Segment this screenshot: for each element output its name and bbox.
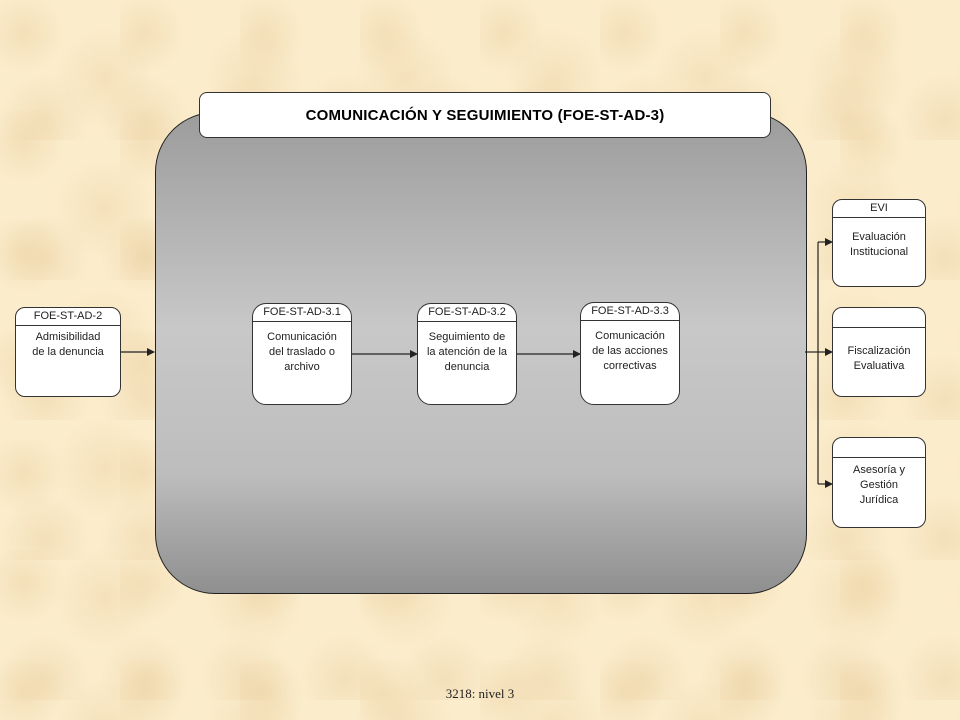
node-fiscalizacion: Fiscalización Evaluativa <box>832 307 926 397</box>
diagram-title: COMUNICACIÓN Y SEGUIMIENTO (FOE-ST-AD-3) <box>199 92 771 138</box>
node-label: Evaluación Institucional <box>849 231 909 258</box>
node-label: Fiscalización Evaluativa <box>847 345 911 372</box>
node-foe-st-ad-3-1: FOE-ST-AD-3.1 Comunicación del traslado … <box>252 303 352 405</box>
node-foe-st-ad-3-3: FOE-ST-AD-3.3 Comunicación de las accion… <box>580 302 680 405</box>
node-foe-st-ad-3-2: FOE-ST-AD-3.2 Seguimiento de la atención… <box>417 303 517 405</box>
node-admisibilidad: FOE-ST-AD-2 Admisibilidad de la denuncia <box>15 307 121 397</box>
node-code <box>833 438 925 458</box>
node-label: Asesoría y Gestión Jurídica <box>853 464 905 506</box>
node-code: FOE-ST-AD-3.2 <box>418 304 516 322</box>
node-label: Admisibilidad de la denuncia <box>32 331 104 358</box>
node-label: Comunicación de las acciones correctivas <box>592 330 668 372</box>
node-code: EVI <box>833 200 925 218</box>
node-evi: EVI Evaluación Institucional <box>832 199 926 287</box>
node-code <box>833 308 925 328</box>
node-code: FOE-ST-AD-3.1 <box>253 304 351 322</box>
node-label: Comunicación del traslado o archivo <box>267 331 337 373</box>
node-code: FOE-ST-AD-2 <box>16 308 120 326</box>
node-label: Seguimiento de la atención de la denunci… <box>426 331 508 373</box>
footer-caption: 3218: nivel 3 <box>445 686 515 701</box>
node-code: FOE-ST-AD-3.3 <box>581 303 679 321</box>
node-asesoria: Asesoría y Gestión Jurídica <box>832 437 926 528</box>
